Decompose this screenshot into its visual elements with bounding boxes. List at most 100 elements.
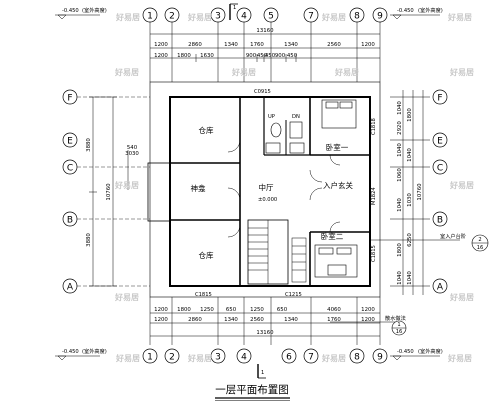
- room-warehouse-top: 仓库: [199, 125, 214, 135]
- elevation-value: -0.450: [397, 349, 414, 355]
- dim-total-bottom: 13160: [256, 330, 274, 336]
- axis-label: C: [67, 164, 73, 174]
- bottom-dim-row2: 1200 1800 1250 650 1250 650 4060 1200: [154, 307, 375, 313]
- top-elevation-left: -0.450 (室外高度): [55, 6, 107, 20]
- axis-label: 7: [308, 353, 314, 363]
- axis-label: E: [437, 137, 443, 147]
- axis-label: A: [437, 283, 444, 293]
- dim-text: 1800: [177, 307, 191, 313]
- axis-label: E: [67, 137, 73, 147]
- dim-text: 1040: [397, 198, 403, 212]
- elevation-note: (室外高度): [418, 347, 443, 355]
- dim-text: 1760: [250, 42, 264, 48]
- room-entrance: 入户玄关: [323, 180, 353, 190]
- bottom-elevation-right: -0.450 (室外高度): [390, 347, 443, 361]
- wc-dn-label: DN: [292, 114, 300, 120]
- axis-label: 8: [354, 353, 360, 363]
- wc-up-label: UP: [268, 114, 275, 120]
- dim-text: 3030: [125, 151, 139, 157]
- window-code: C1818: [371, 118, 377, 135]
- dim-text: 2560: [250, 317, 264, 323]
- dim-text: 2860: [188, 42, 202, 48]
- dim-text: 2860: [188, 317, 202, 323]
- dim-text: 1030: [407, 193, 413, 207]
- dim-text: 1340: [284, 317, 298, 323]
- dim-text: 3880: [86, 138, 92, 152]
- right-dimensions: [390, 90, 430, 295]
- dim-text: 3880: [86, 233, 92, 247]
- dim-text: 1340: [224, 42, 238, 48]
- top-elevation-right: -0.450 (室外高度): [390, 6, 443, 20]
- axis-label: B: [437, 216, 443, 226]
- window-code: C1815: [371, 245, 377, 262]
- watermark: 好易居: [114, 292, 139, 302]
- dim-text: 1200: [154, 42, 168, 48]
- axis-label: 4: [241, 12, 247, 22]
- door-code: M1824: [371, 187, 377, 205]
- dim-text: 1200: [361, 307, 375, 313]
- callout-sheet: 16: [477, 245, 484, 251]
- dim-text: 4060: [327, 307, 341, 313]
- elevation-value: -0.450: [62, 8, 79, 14]
- drawing-title: 一层平面布置图: [215, 384, 289, 396]
- dim-text: 1200: [154, 53, 168, 59]
- left-dimensions: [89, 96, 129, 287]
- callout-note: 室入户台阶: [440, 232, 467, 240]
- watermark: 好易居: [115, 12, 140, 22]
- axis-label: 9: [377, 353, 383, 363]
- callout-note: 散水做法: [385, 314, 406, 322]
- axis-label: 4: [241, 353, 247, 363]
- axis-label: B: [67, 216, 73, 226]
- dim-text: 650: [226, 307, 237, 313]
- axis-label: 1: [147, 353, 153, 363]
- top-dimensions: [149, 22, 381, 82]
- detail-callout-entrance: 2 16 室入户台阶: [370, 232, 489, 252]
- dim-text: 900: [246, 53, 257, 59]
- callout-num: 1: [397, 322, 400, 328]
- top-dim-row2: 1200 1800 1630 900 450 450 900 450: [154, 53, 298, 59]
- axis-label: 3: [215, 353, 221, 363]
- dim-text: 650: [277, 307, 288, 313]
- axis-label: 9: [377, 12, 383, 22]
- elevation-note: (室外高度): [82, 6, 107, 14]
- window-code: C1215: [285, 292, 302, 298]
- axis-label: 1: [147, 12, 153, 22]
- axis-bubbles-bottom: 1 2 3 4 6 7 8 9: [142, 348, 388, 364]
- watermark: 好易居: [334, 67, 359, 77]
- dim-text: 1250: [250, 307, 264, 313]
- floor-elevation: ±0.000: [258, 197, 277, 203]
- top-dim-row1: 1200 2860 1340 1760 1340 2560 1200: [154, 42, 375, 48]
- axis-bubbles-left: F E C B A: [62, 89, 78, 294]
- dim-text: 1040: [407, 148, 413, 162]
- dim-text: 1040: [397, 143, 403, 157]
- dim-text: 540: [127, 145, 138, 151]
- axis-label: 6: [286, 353, 292, 363]
- window-code: C1815: [195, 292, 212, 298]
- svg-text:1: 1: [261, 370, 264, 376]
- axis-label: 2: [169, 12, 175, 22]
- dim-text: 1800: [397, 243, 403, 257]
- elevation-note: (室外高度): [418, 6, 443, 14]
- callout-sheet: 16: [396, 329, 403, 335]
- section-mark-bottom: 1: [257, 364, 266, 379]
- left-axis-lines: [77, 96, 150, 287]
- elevation-value: -0.450: [62, 349, 79, 355]
- axis-label: F: [67, 94, 72, 104]
- right-dim-col1: 1040 2920 1040 1060 1040 1800 1040: [397, 101, 403, 285]
- watermark: 好易居: [115, 353, 140, 363]
- dim-total-right: 10760: [417, 183, 423, 201]
- dim-text: 450: [287, 53, 298, 59]
- dim-text: 1200: [361, 42, 375, 48]
- dim-text: 2920: [397, 121, 403, 135]
- dim-text: 2560: [327, 42, 341, 48]
- section-mark-top: 1: [229, 3, 238, 20]
- dim-text: 900: [275, 53, 286, 59]
- detail-callout-apron: 1 16 散水做法: [330, 314, 407, 336]
- dim-text: 1630: [200, 53, 214, 59]
- room-bedroom1: 卧室一: [326, 142, 349, 152]
- dim-text: 1760: [327, 317, 341, 323]
- wardrobe: [291, 237, 307, 283]
- dim-text: 450: [265, 53, 276, 59]
- window-code: C0915: [254, 89, 271, 95]
